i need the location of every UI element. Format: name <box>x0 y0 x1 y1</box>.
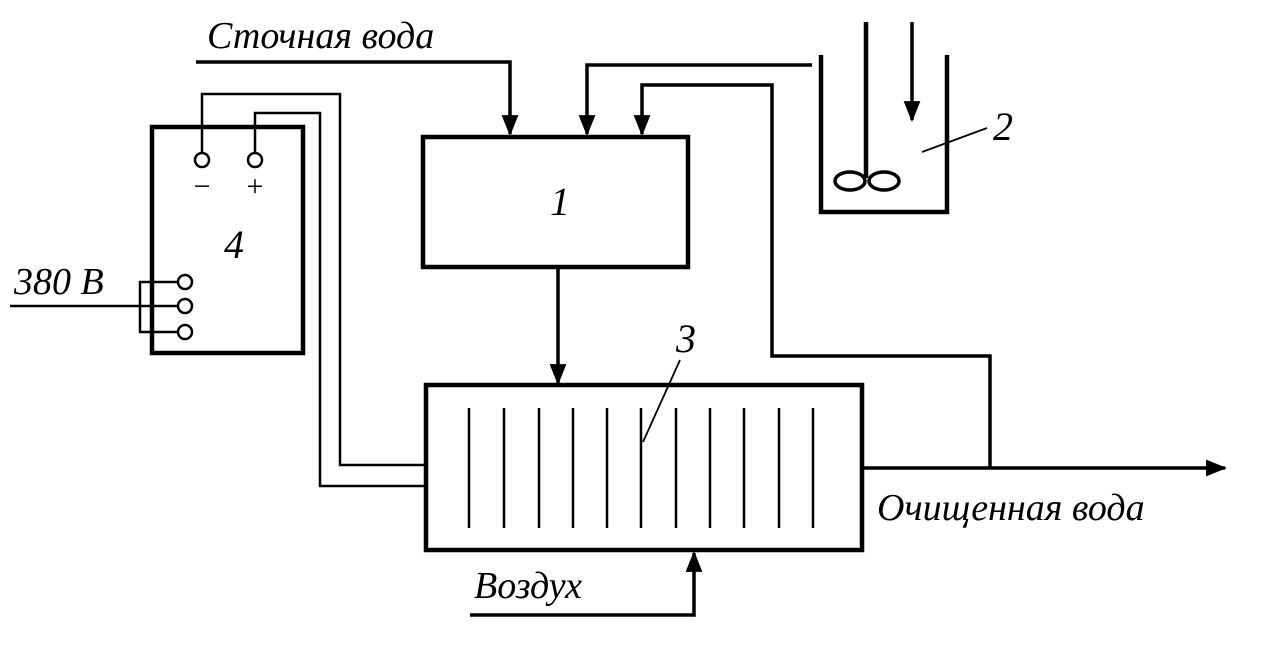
air-label: Воздух <box>474 565 582 607</box>
unit-4-box <box>149 124 306 356</box>
voltage-label: 380 В <box>13 261 104 303</box>
unit-1-label: 1 <box>550 179 570 224</box>
ac-terminal-2 <box>176 297 194 315</box>
positive-cable <box>253 111 426 488</box>
mixer-blade-right <box>867 170 901 192</box>
unit-2-leader <box>921 127 988 153</box>
recirculation-line <box>633 83 992 468</box>
treated-water-label: Очищенная вода <box>877 487 1145 529</box>
unit-1-box <box>420 134 691 270</box>
wastewater-label: Сточная вода <box>207 15 434 57</box>
unit-2-tank <box>818 55 950 215</box>
air-supply-line <box>470 550 703 617</box>
unit-4-label: 4 <box>224 222 244 267</box>
reagent-line <box>578 63 812 137</box>
unit-3-leader <box>642 359 681 443</box>
ac-terminal-3 <box>176 323 194 341</box>
unit-3-label: 3 <box>675 316 696 361</box>
wastewater-inflow-line <box>196 60 519 137</box>
unit-2-label: 2 <box>993 104 1013 149</box>
negative-cable <box>200 92 426 467</box>
minus-terminal <box>193 151 211 169</box>
electrode-plates <box>467 408 815 528</box>
plus-sign: + <box>247 170 264 203</box>
plus-terminal <box>246 151 264 169</box>
mixer-blade-left <box>833 170 867 192</box>
minus-sign: − <box>194 170 211 203</box>
unit-3-box <box>423 382 865 553</box>
ac-terminal-1 <box>176 273 194 291</box>
